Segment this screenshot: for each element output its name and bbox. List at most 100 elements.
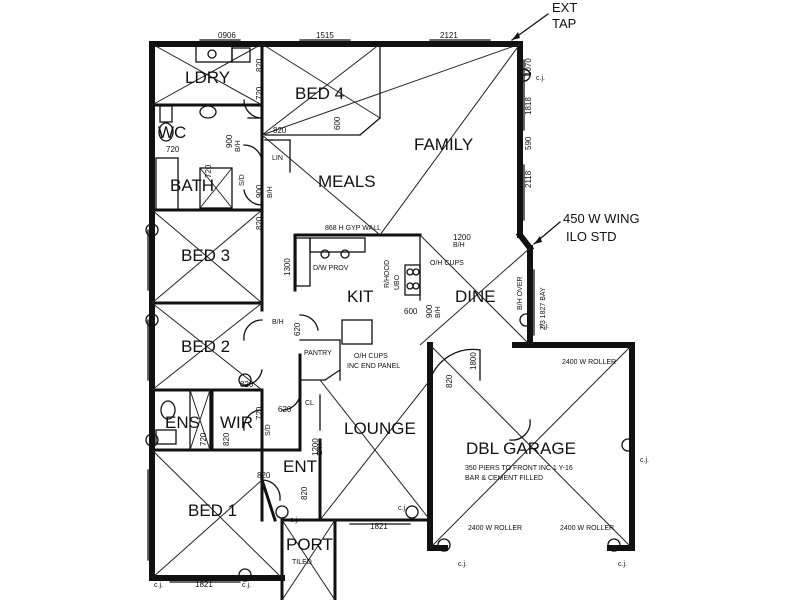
- room-bed2: BED 2: [181, 337, 230, 356]
- note-bh-lounge: B/H: [317, 443, 324, 455]
- wing-note-line2: ILO STD: [566, 229, 617, 244]
- note-ubo: UBO: [394, 274, 401, 290]
- windows: [147, 39, 535, 583]
- note-oh-cups-2: O/H CUPS: [354, 353, 388, 360]
- dim-620a: 620: [293, 322, 302, 336]
- dim-600a: 600: [333, 116, 342, 130]
- note-bh-wc: B/H: [235, 140, 242, 152]
- room-ent: ENT: [283, 457, 317, 476]
- room-bed3: BED 3: [181, 246, 230, 265]
- door-swings: [243, 99, 531, 501]
- dim-1515: 1515: [316, 31, 334, 40]
- dim-720c: 720: [204, 164, 213, 178]
- cj-label: c.j.: [242, 582, 251, 589]
- note-bh-kit: B/H: [453, 242, 465, 249]
- room-pantry: PANTRY: [304, 350, 332, 357]
- note-dw-prov: D/W PROV: [313, 265, 349, 272]
- dim-1800: 1800: [469, 352, 478, 370]
- notes: 868 H GYP WALL D/W PROV R/HOOD UBO O/H C…: [235, 140, 616, 566]
- room-bath: BATH: [170, 176, 214, 195]
- note-lin: LIN: [272, 155, 283, 162]
- room-family: FAMILY: [414, 135, 473, 154]
- cj-label: c.j.: [536, 75, 545, 82]
- cj-label: c.j.: [398, 505, 407, 512]
- dim-820a: 820: [255, 58, 264, 72]
- note-garage-2: BAR & CEMENT FILLED: [465, 475, 543, 482]
- note-sd1: S/D: [239, 174, 246, 186]
- dim-820g: 820: [300, 486, 309, 500]
- dim-1300: 1300: [283, 258, 292, 276]
- room-ens: ENS: [165, 413, 200, 432]
- room-labels: LDRY BED 4 FAMILY MEALS WC BATH BED 3 KI…: [158, 68, 576, 554]
- cj-label: c.j.: [618, 561, 627, 568]
- room-dbl-garage: DBL GARAGE: [466, 439, 576, 458]
- note-rhood: R/HOOD: [384, 260, 391, 288]
- dim-1200b: 1200: [311, 438, 320, 456]
- dim-820b: 820: [273, 126, 287, 135]
- note-tiled: TILED: [292, 559, 312, 566]
- room-dine: DINE: [455, 287, 496, 306]
- dim-720d: 720: [199, 432, 208, 446]
- callouts: EXT TAP 450 W WING ILO STD: [552, 0, 640, 244]
- dim-1818: 1818: [524, 97, 533, 115]
- room-ldry: LDRY: [185, 68, 230, 87]
- note-bh-bed3: B/H: [267, 186, 274, 198]
- note-bh-meals: B/H: [272, 319, 284, 326]
- dim-1821b: 1821: [195, 580, 213, 589]
- dim-820c: 820: [255, 216, 264, 230]
- room-port: PORT: [286, 535, 333, 554]
- dim-820e: 820: [445, 374, 454, 388]
- note-oh-cups-1: O/H CUPS: [430, 260, 464, 267]
- wing-note-line1: 450 W WING: [563, 211, 640, 226]
- dim-900b: 900: [255, 184, 264, 198]
- room-kit: KIT: [347, 287, 373, 306]
- room-diagonals: [151, 43, 633, 600]
- dim-2121: 2121: [440, 31, 458, 40]
- dimensions: 0906 1515 2121 1070 1818 590 2118 820 72…: [166, 31, 533, 589]
- dim-720e: 720: [255, 406, 264, 420]
- note-inc-end-panel: INC END PANEL: [347, 363, 400, 370]
- note-cl: CL: [305, 400, 314, 407]
- cj-label: c.j.: [458, 561, 467, 568]
- room-bed4: BED 4: [295, 84, 344, 103]
- note-garage-1: 350 PIERS TO FRONT INC 1 Y-16: [465, 465, 573, 472]
- note-sd2: S/D: [265, 424, 272, 436]
- fixtures: [155, 45, 421, 451]
- room-meals: MEALS: [318, 172, 376, 191]
- note-roller-right: 2400 W ROLLER: [560, 525, 614, 532]
- note-bh-over: B/H OVER: [517, 277, 524, 310]
- cj-labels: c.j. c.j. c.j. c.j. c.j. c.j. c.j. c.j. …: [154, 75, 649, 589]
- callout-leaders: [511, 13, 561, 245]
- dim-620b: 620: [278, 405, 292, 414]
- note-roller-top: 2400 W ROLLER: [562, 359, 616, 366]
- dim-820h: 820: [222, 432, 231, 446]
- room-wir: WIR: [220, 413, 253, 432]
- control-joint-markers: [145, 68, 635, 582]
- dim-720a: 720: [255, 86, 264, 100]
- dim-900: 900: [225, 134, 234, 148]
- dim-1200a: 1200: [453, 233, 471, 242]
- dim-590: 590: [524, 136, 533, 150]
- dim-820f: 820: [257, 471, 271, 480]
- dim-820d: 820: [240, 380, 254, 389]
- note-gyp-wall: 868 H GYP WALL: [325, 225, 381, 232]
- note-bh-dine: B/H: [435, 306, 442, 318]
- room-lounge: LOUNGE: [344, 419, 416, 438]
- interior-walls: [149, 42, 432, 600]
- cj-label: c.j.: [540, 323, 549, 330]
- note-bay: 2/3 1827 BAY: [540, 287, 547, 330]
- dim-600b: 600: [404, 307, 418, 316]
- cj-label: c.j.: [290, 517, 299, 524]
- dim-0906: 0906: [218, 31, 236, 40]
- dim-1821a: 1821: [370, 522, 388, 531]
- dim-720b: 720: [166, 145, 180, 154]
- outer-walls: [149, 41, 635, 581]
- dim-2118: 2118: [524, 170, 533, 188]
- note-roller-left: 2400 W ROLLER: [468, 525, 522, 532]
- cj-label: c.j.: [640, 457, 649, 464]
- ext-tap-line1: EXT: [552, 0, 577, 15]
- cj-label: c.j.: [154, 582, 163, 589]
- dim-1070: 1070: [524, 58, 533, 76]
- ext-tap-line2: TAP: [552, 16, 576, 31]
